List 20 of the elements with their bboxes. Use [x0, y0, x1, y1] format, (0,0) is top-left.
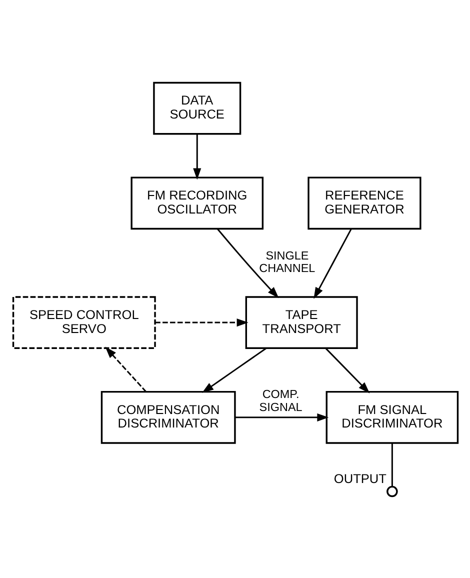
- node-box: REFERENCE GENERATOR: [307, 176, 421, 230]
- node-box: COMPENSATION DISCRIMINATOR: [100, 390, 236, 444]
- arrow: [216, 228, 278, 298]
- node-box: TAPE TRANSPORT: [244, 296, 358, 348]
- arrow: [154, 318, 248, 326]
- connector: [390, 442, 392, 486]
- arrow: [313, 228, 352, 298]
- arrow: [104, 346, 146, 392]
- arrow: [324, 347, 370, 393]
- arrow: [234, 412, 328, 421]
- arrow: [192, 134, 201, 180]
- edge-label: COMP. SIGNAL: [258, 388, 302, 414]
- node-box: SPEED CONTROL SERVO: [12, 296, 156, 348]
- node-circle: [386, 485, 398, 497]
- node-box: FM SIGNAL DISCRIMINATOR: [325, 390, 458, 444]
- edge-label: SINGLE CHANNEL: [258, 248, 315, 275]
- node-label: OUTPUT: [333, 470, 386, 486]
- node-box: DATA SOURCE: [152, 81, 241, 134]
- node-box: FM RECORDING OSCILLATOR: [130, 176, 264, 230]
- arrow: [202, 347, 266, 392]
